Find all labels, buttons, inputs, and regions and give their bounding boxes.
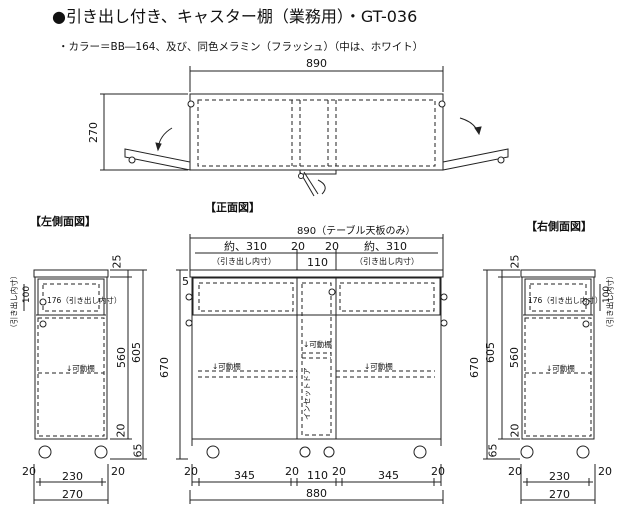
- left-h20: 20: [114, 423, 128, 438]
- adj-shelf-left: ↓可動棚: [212, 362, 241, 371]
- drawer-right-width: 約、310: [364, 240, 407, 253]
- right-h560: 560: [508, 347, 521, 368]
- bottom-345b: 345: [378, 469, 399, 482]
- center-width: 110: [307, 256, 328, 269]
- right-h65: 65: [486, 443, 500, 458]
- left-h560: 560: [115, 347, 128, 368]
- section-left: 【左側面図】: [30, 215, 96, 228]
- right-door-open: [442, 148, 509, 171]
- right-b270: 270: [549, 488, 570, 501]
- right-h670: 670: [468, 357, 481, 378]
- right-drawer-inner: 176（引き出し内寸）: [528, 296, 603, 305]
- bottom-20b: 20: [285, 465, 299, 478]
- right-b20a: 20: [508, 465, 522, 478]
- right-adj-shelf: ↓可動棚: [546, 364, 575, 373]
- left-b20b: 20: [111, 465, 125, 478]
- left-adj-shelf: ↓可動棚: [66, 364, 95, 373]
- right-side-body: [521, 276, 595, 440]
- right-b20b: 20: [598, 465, 612, 478]
- right-h605: 605: [484, 342, 497, 363]
- drawer-note-left: （引き出し内寸）: [212, 257, 276, 266]
- front-inset-door: [296, 277, 337, 440]
- section-right: 【右側面図】: [526, 220, 592, 233]
- left-h100: 100: [22, 285, 33, 304]
- bottom-345a: 345: [234, 469, 255, 482]
- right-drawer-note-v: （引き出し内寸）: [605, 271, 615, 332]
- front-height: 670: [158, 357, 171, 378]
- top-view-outline: [189, 93, 444, 171]
- left-b270: 270: [62, 488, 83, 501]
- right-side-top: [520, 269, 596, 278]
- top-width-label: 890: [306, 57, 327, 70]
- section-front: 【正面図】: [205, 201, 260, 214]
- left-b230: 230: [62, 470, 83, 483]
- left-h605: 605: [130, 342, 143, 363]
- front-drawer-left: [192, 277, 298, 316]
- right-h25: 25: [508, 254, 522, 269]
- front-total: 880: [306, 487, 327, 500]
- gap2-label: 20: [325, 240, 339, 253]
- bottom-20d: 20: [431, 465, 445, 478]
- page-title: ●引き出し付き、キャスター棚（業務用）・GT-036: [52, 7, 418, 26]
- left-drawer-inner: 176（引き出し内寸）: [47, 296, 122, 305]
- left-b20a: 20: [22, 465, 36, 478]
- left-side-body: [34, 276, 108, 440]
- front-top-board: [189, 269, 444, 278]
- drawer-note-right: （引き出し内寸）: [355, 257, 419, 266]
- top-depth-label: 270: [87, 122, 100, 143]
- front-drawer-right: [335, 277, 441, 316]
- gap1-label: 20: [291, 240, 305, 253]
- right-b230: 230: [549, 470, 570, 483]
- adj-shelf-center: ↓可動棚: [303, 340, 332, 349]
- adj-shelf-right: ↓可動棚: [364, 362, 393, 371]
- left-h25: 25: [110, 254, 124, 269]
- left-h65: 65: [131, 443, 145, 458]
- dim-5: 5: [182, 275, 189, 288]
- left-side-top: [33, 269, 109, 278]
- inset-door-label: インセットドア: [302, 367, 312, 421]
- left-drawer-note-v: （引き出し内寸）: [9, 271, 19, 332]
- spec-line: ・カラー＝BB―164、及び、同色メラミン（フラッシュ）（中は、ホワイト）: [58, 41, 424, 53]
- bottom-110: 110: [307, 469, 328, 482]
- bottom-20a: 20: [184, 465, 198, 478]
- drawer-left-width: 約、310: [224, 240, 267, 253]
- left-door-open: [124, 148, 191, 171]
- right-h20: 20: [508, 423, 522, 438]
- front-top-width: 890（テーブル天板のみ）: [297, 226, 416, 237]
- bottom-20c: 20: [332, 465, 346, 478]
